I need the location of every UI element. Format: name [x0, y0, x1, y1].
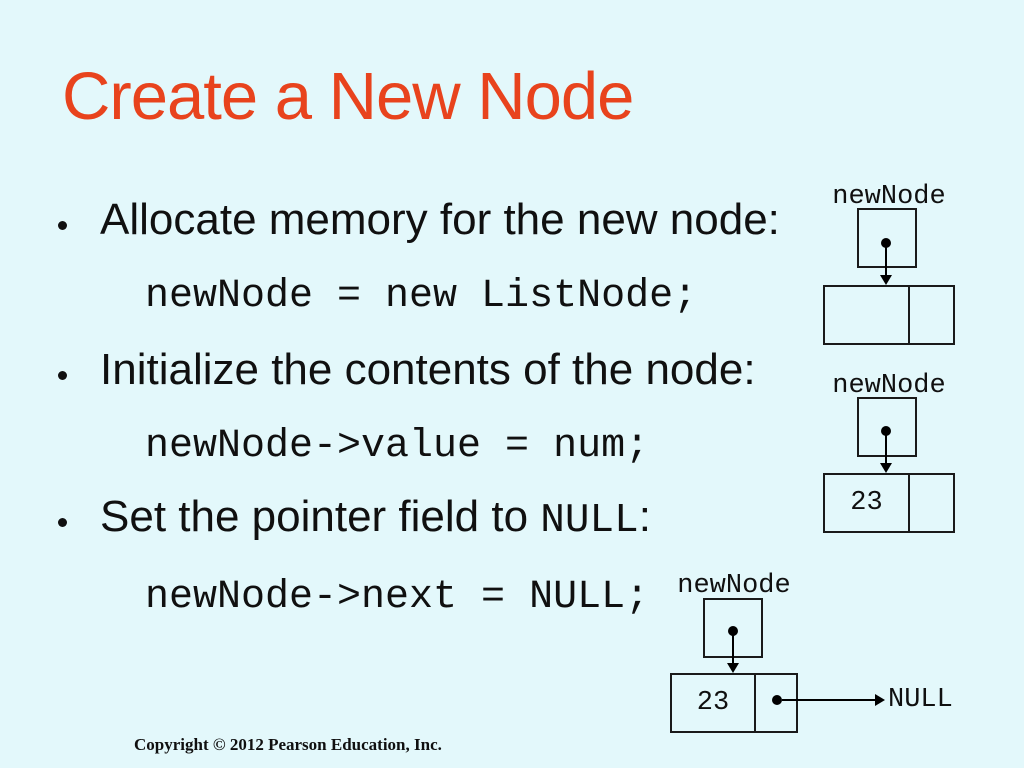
bullet-dot — [58, 371, 67, 380]
diagram-allocate-node: newNode — [823, 184, 963, 349]
pointer-box — [857, 397, 917, 457]
node-box — [823, 285, 955, 345]
null-arrow-head — [875, 694, 885, 706]
down-arrow-line — [732, 632, 734, 664]
bullet-text-1: Allocate memory for the new node: — [100, 195, 780, 244]
down-arrow-head — [880, 463, 892, 473]
null-arrow-line — [782, 699, 875, 701]
pointer-dot — [881, 238, 891, 248]
down-arrow-line — [885, 244, 887, 276]
down-arrow-head — [727, 663, 739, 673]
slide-title: Create a New Node — [62, 59, 634, 134]
bullet-dot — [58, 518, 67, 527]
down-arrow-head — [880, 275, 892, 285]
inline-code-null: NULL — [540, 498, 639, 544]
newnode-label: newNode — [832, 371, 946, 401]
node-next-cell — [910, 287, 953, 343]
node-value-cell — [825, 287, 910, 343]
next-pointer-dot — [772, 695, 782, 705]
code-line-2: newNode->value = num; — [145, 424, 650, 469]
pointer-dot — [728, 626, 738, 636]
newnode-label: newNode — [832, 182, 946, 212]
node-next-cell — [910, 475, 953, 531]
pointer-dot — [881, 426, 891, 436]
node-box: 23 — [670, 673, 798, 733]
newnode-label: newNode — [677, 571, 791, 601]
bullet-text-2: Initialize the contents of the node: — [100, 345, 756, 394]
code-line-1: newNode = new ListNode; — [145, 274, 698, 319]
node-value-cell: 23 — [672, 675, 756, 731]
bullet-text-3-suffix: : — [638, 492, 651, 541]
node-value-cell: 23 — [825, 475, 910, 531]
bullet-text-3-prefix: Set the pointer field to — [100, 492, 541, 541]
null-label: NULL — [888, 685, 953, 715]
down-arrow-line — [885, 432, 887, 464]
diagram-initialize-node: newNode 23 — [823, 373, 963, 538]
code-line-3: newNode->next = NULL; — [145, 575, 650, 620]
node-box: 23 — [823, 473, 955, 533]
copyright-text: Copyright © 2012 Pearson Education, Inc. — [134, 735, 442, 754]
diagram-null-pointer-node: newNode 23 NULL — [670, 573, 980, 738]
bullet-text-3: Set the pointer field to NULL: — [100, 493, 651, 545]
bullet-dot — [58, 221, 67, 230]
pointer-box — [857, 208, 917, 268]
